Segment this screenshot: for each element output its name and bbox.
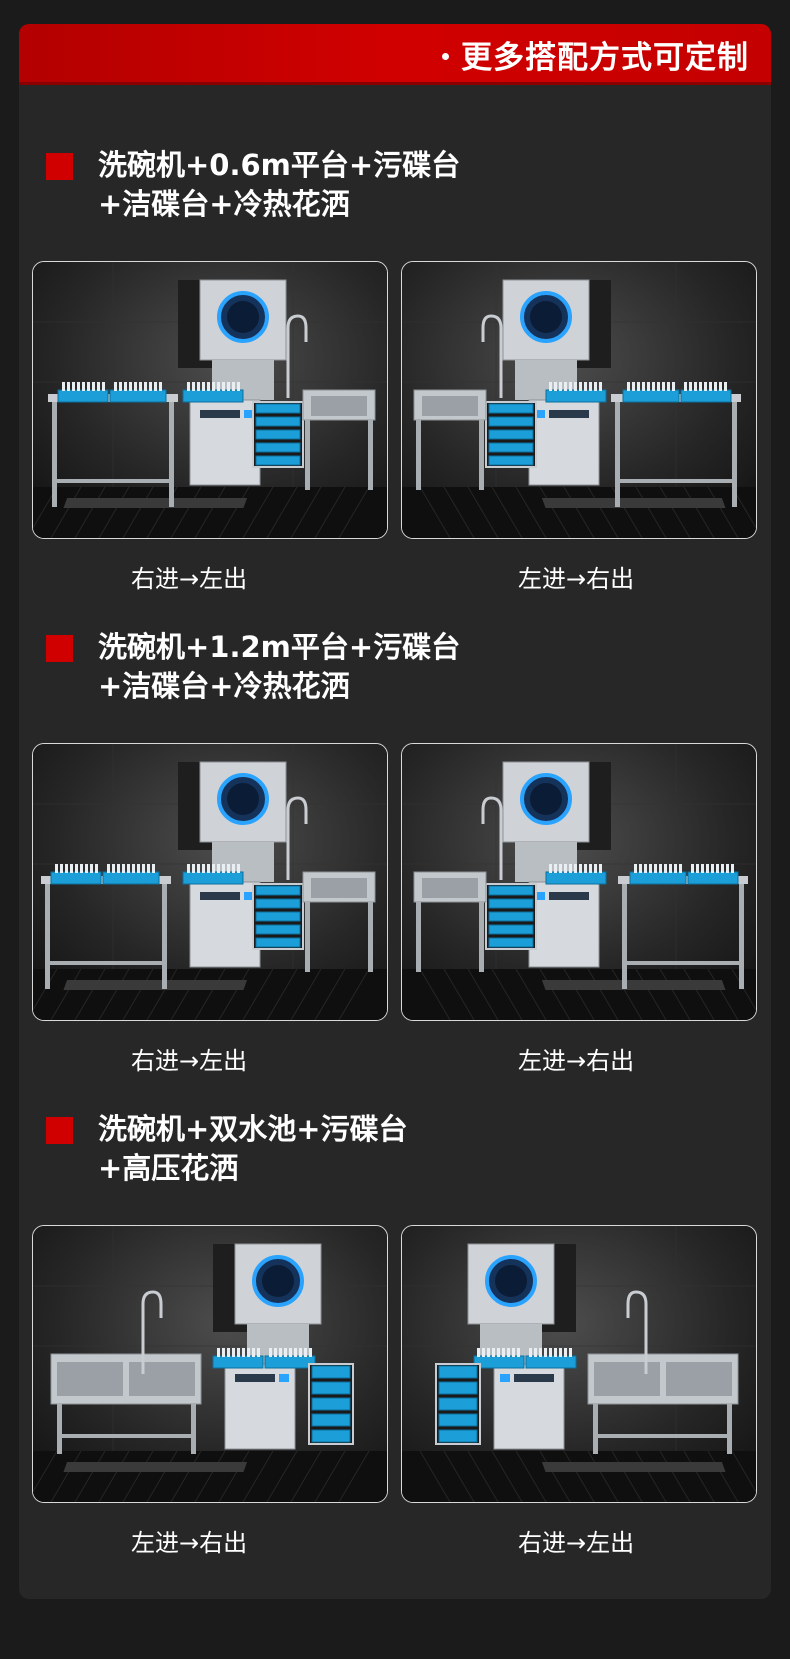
dishwasher-station-illustration	[33, 262, 387, 538]
configuration-section-2: 洗碗机+1.2m平台+污碟台 +洁碟台+冷热花洒	[19, 606, 771, 1076]
header-banner: 更多搭配方式可定制	[19, 24, 771, 85]
section-title-line-1: 洗碗机+1.2m平台+污碟台	[98, 630, 461, 664]
product-photo-right-in-left-out	[401, 1225, 757, 1503]
banner-title-text: 更多搭配方式可定制	[461, 40, 749, 76]
product-photo-left-in-right-out	[32, 1225, 388, 1503]
section-title: 洗碗机+双水池+污碟台 +高压花洒	[98, 1110, 408, 1188]
product-photo-left-in-right-out	[401, 743, 757, 1021]
section-marker-icon	[46, 635, 73, 662]
section-marker-icon	[46, 1117, 73, 1144]
dishwasher-station-illustration	[402, 744, 756, 1020]
section-title-line-2: +高压花洒	[98, 1151, 239, 1185]
flow-caption-right: 左进→右出	[518, 565, 635, 593]
banner-title: 更多搭配方式可定制	[442, 32, 749, 77]
section-title-line-1: 洗碗机+双水池+污碟台	[98, 1112, 408, 1146]
product-photo-right-in-left-out	[32, 261, 388, 539]
flow-caption-left: 左进→右出	[131, 1529, 248, 1557]
section-title-line-2: +洁碟台+冷热花洒	[98, 669, 350, 703]
configuration-section-3: 洗碗机+双水池+污碟台 +高压花洒	[19, 1088, 771, 1558]
dishwasher-station-illustration	[402, 262, 756, 538]
bullet-dot-icon	[442, 53, 449, 60]
configuration-section-1: 洗碗机+0.6m平台+污碟台 +洁碟台+冷热花洒	[19, 124, 771, 594]
dishwasher-station-illustration	[33, 744, 387, 1020]
dishwasher-station-illustration	[33, 1226, 387, 1502]
content-panel: 更多搭配方式可定制 洗碗机+0.6m平台+污碟台 +洁碟台+冷热花洒	[19, 24, 771, 1599]
dishwasher-station-illustration	[402, 1226, 756, 1502]
section-title: 洗碗机+1.2m平台+污碟台 +洁碟台+冷热花洒	[98, 628, 460, 706]
flow-caption-left: 右进→左出	[131, 565, 248, 593]
product-photo-left-in-right-out	[401, 261, 757, 539]
section-marker-icon	[46, 153, 73, 180]
section-title-line-1: 洗碗机+0.6m平台+污碟台	[98, 148, 461, 182]
section-title: 洗碗机+0.6m平台+污碟台 +洁碟台+冷热花洒	[98, 146, 460, 224]
section-title-line-2: +洁碟台+冷热花洒	[98, 187, 350, 221]
flow-caption-right: 右进→左出	[518, 1529, 635, 1557]
flow-caption-right: 左进→右出	[518, 1047, 635, 1075]
flow-caption-left: 右进→左出	[131, 1047, 248, 1075]
product-photo-right-in-left-out	[32, 743, 388, 1021]
